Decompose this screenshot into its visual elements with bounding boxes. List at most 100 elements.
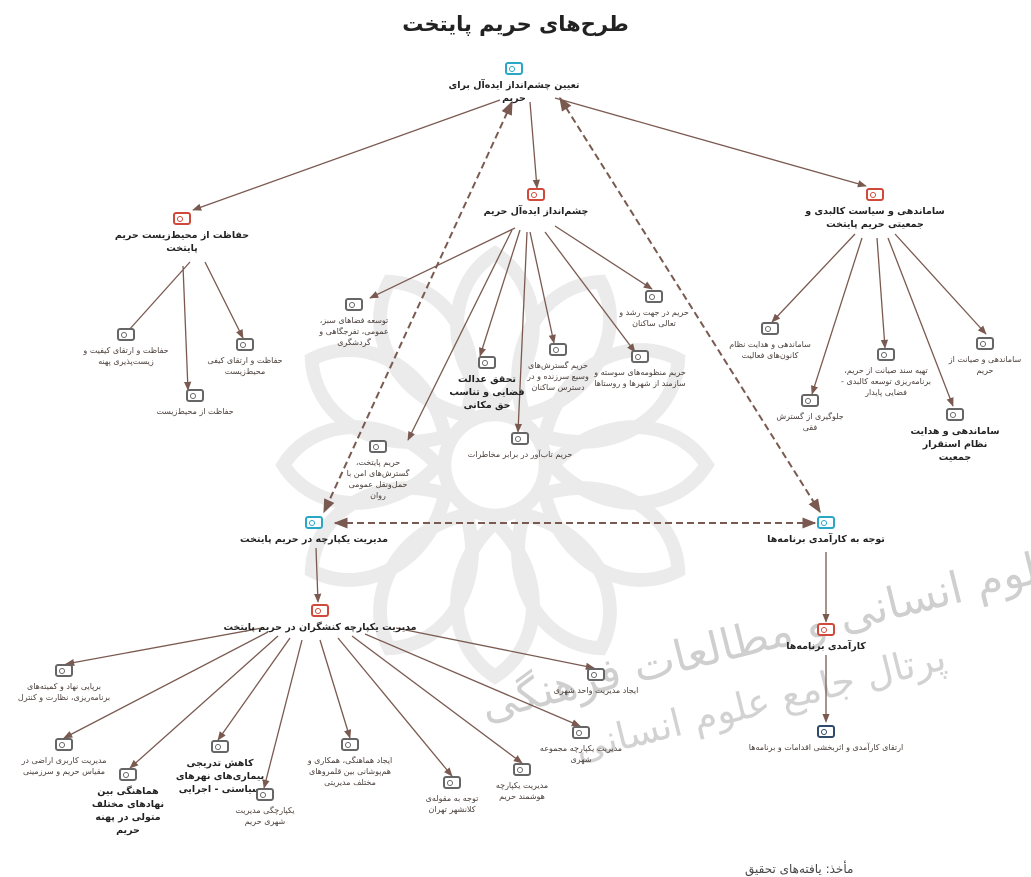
node-icon xyxy=(443,776,461,789)
node-v1[interactable]: توسعه فضاهای سبز، عمومی، تفرجگاهی و گردش… xyxy=(312,298,396,348)
node-mgmt[interactable]: مدیریت یکپارچه در حریم پایتخت xyxy=(232,516,396,546)
node-env-c[interactable]: حفاظت و ارتقای کیفی محیط‌زیست xyxy=(205,338,285,377)
node-env[interactable]: حفاظت از محیط‌زیست حریم پایتخت xyxy=(108,212,256,255)
node-root[interactable]: تعیین چشم‌انداز ایده‌آل برای حریم xyxy=(444,62,584,105)
node-v2[interactable]: تحقق عدالت فضایی و تناسب حق مکانی xyxy=(445,356,529,412)
connector-arrow xyxy=(479,229,521,357)
node-label: مدیریت یکپارچه هوشمند حریم xyxy=(495,781,549,801)
node-label: ساماندهی و صیانت از حریم xyxy=(948,355,1022,375)
node-s7[interactable]: توجه به مقوله‌ی کلانشهر تهران xyxy=(415,776,489,815)
connector-arrow xyxy=(129,635,279,769)
connector-arrow xyxy=(554,97,867,188)
node-label: جلوگیری از گسترش فقی xyxy=(776,412,844,432)
node-icon xyxy=(305,516,323,529)
node-s3[interactable]: هماهنگی بین نهادهای مختلف متولی در پهنه … xyxy=(86,768,170,837)
connector-arrow xyxy=(529,231,556,344)
node-label: ایجاد مدیریت واحد شهری xyxy=(553,686,639,695)
connector-arrow xyxy=(529,101,540,189)
node-icon xyxy=(369,440,387,453)
node-icon xyxy=(645,290,663,303)
node-env-a[interactable]: حفاظت و ارتقای کیفیت و زیست‌پذیری پهنه xyxy=(70,328,182,367)
source-note: مأخذ: یافته‌های تحقیق xyxy=(745,862,854,876)
node-icon xyxy=(877,348,895,361)
node-label: حریم در جهت رشد و تعالی ساکنان xyxy=(619,308,689,328)
node-label: حریم پایتخت، گسترش‌های امن با حمل‌ونقل ع… xyxy=(346,458,410,500)
node-eff-b[interactable]: ارتقای کارآمدی و اثربخشی اقدامات و برنام… xyxy=(746,725,906,753)
node-o1[interactable]: ساماندهی و هدایت نظام کانون‌های فعالیت xyxy=(726,322,814,361)
node-org[interactable]: ساماندهی و سیاست کالبدی و جمعیتی حریم پا… xyxy=(805,188,945,231)
node-v3[interactable]: حریم گسترش‌های وسیع سرزنده و در دسترس سا… xyxy=(520,343,596,393)
connector-arrow xyxy=(407,229,513,441)
node-stake[interactable]: مدیریت یکپارچه کنشگران در حریم پایتخت xyxy=(222,604,418,634)
connector-arrow xyxy=(894,233,987,335)
node-label: تحقق عدالت فضایی و تناسب حق مکانی xyxy=(449,374,525,411)
node-icon xyxy=(256,788,274,801)
node-v6[interactable]: حریم تاب‌آور در برابر مخاطرات xyxy=(460,432,580,460)
connector-arrow xyxy=(337,637,453,777)
node-s5[interactable]: یکپارچگی مدیریت شهری حریم xyxy=(232,788,298,827)
node-eff[interactable]: توجه به کارآمدی برنامه‌ها xyxy=(762,516,890,546)
node-label: هماهنگی بین نهادهای مختلف متولی در پهنه … xyxy=(91,786,165,836)
node-v7[interactable]: حریم پایتخت، گسترش‌های امن با حمل‌ونقل ع… xyxy=(345,440,411,501)
node-o3[interactable]: تهیه سند صیانت از حریم، برنامه‌ریزی توسع… xyxy=(838,348,934,398)
node-icon xyxy=(186,389,204,402)
node-env-b[interactable]: حفاظت از محیط‌زیست xyxy=(150,389,240,417)
dashed-connector xyxy=(323,100,513,514)
node-icon xyxy=(211,740,229,753)
node-icon xyxy=(117,328,135,341)
node-label: ایجاد هماهنگی، همکاری و هم‌پوشانی بین قل… xyxy=(307,756,393,787)
node-label: حفاظت از محیط‌زیست حریم پایتخت xyxy=(114,230,250,254)
node-s1[interactable]: برپایی نهاد و کمیته‌های برنامه‌ریزی، نظا… xyxy=(12,664,116,703)
node-label: چشم‌انداز ایده‌آل حریم xyxy=(483,206,589,217)
node-icon xyxy=(55,664,73,677)
node-icon xyxy=(817,516,835,529)
node-icon xyxy=(55,738,73,751)
node-label: تهیه سند صیانت از حریم، برنامه‌ریزی توسع… xyxy=(841,366,931,397)
connector-arrow xyxy=(262,639,303,789)
node-s10[interactable]: ایجاد مدیریت واحد شهری xyxy=(550,668,642,696)
node-icon xyxy=(549,343,567,356)
node-v4[interactable]: حریم منظومه‌های سوسته و سازمند از شهرها … xyxy=(585,350,695,389)
node-s6[interactable]: ایجاد هماهنگی، همکاری و هم‌پوشانی بین قل… xyxy=(298,738,402,788)
node-s9[interactable]: مدیریت یکپارچه مجموعه شهری xyxy=(536,726,626,765)
connector-arrow xyxy=(217,637,291,741)
node-s2[interactable]: مدیریت کاربری اراضی در مقیاس حریم و سرزم… xyxy=(14,738,114,777)
node-icon xyxy=(173,212,191,225)
node-label: حریم تاب‌آور در برابر مخاطرات xyxy=(467,450,573,459)
node-icon xyxy=(946,408,964,421)
connector-arrow xyxy=(887,237,954,407)
node-vision[interactable]: چشم‌انداز ایده‌آل حریم xyxy=(480,188,592,218)
connector-arrow xyxy=(876,237,889,349)
node-icon xyxy=(341,738,359,751)
node-s8[interactable]: مدیریت یکپارچه هوشمند حریم xyxy=(484,763,560,802)
node-label: توجه به کارآمدی برنامه‌ها xyxy=(767,534,885,545)
connector-arrow xyxy=(554,225,653,290)
connector-arrow xyxy=(204,261,244,339)
node-label: حریم گسترش‌های وسیع سرزنده و در دسترس سا… xyxy=(527,361,589,392)
node-label: کارآمدی برنامه‌ها xyxy=(786,641,866,652)
connector-arrow xyxy=(395,627,595,670)
node-v5[interactable]: حریم در جهت رشد و تعالی ساکنان xyxy=(615,290,693,329)
diagram-title: طرح‌های حریم پایتخت xyxy=(402,12,629,36)
node-icon xyxy=(976,337,994,350)
connector-arrow xyxy=(63,631,269,739)
node-icon xyxy=(587,668,605,681)
node-label: توجه به مقوله‌ی کلانشهر تهران xyxy=(425,794,479,814)
node-o5[interactable]: ساماندهی و صیانت از حریم xyxy=(948,337,1022,376)
connector-arrow xyxy=(192,99,501,211)
node-icon xyxy=(801,394,819,407)
node-icon xyxy=(511,432,529,445)
node-s4[interactable]: کاهش تدریجی بیماری‌های نهرهای سیاستی - ا… xyxy=(172,740,268,796)
node-label: حریم منظومه‌های سوسته و سازمند از شهرها … xyxy=(594,368,686,388)
node-label: مدیریت یکپارچه در حریم پایتخت xyxy=(240,534,388,545)
connector-arrow xyxy=(771,233,856,323)
connector-arrow xyxy=(319,639,352,739)
node-o4[interactable]: ساماندهی و هدایت نظام استقرار جمعیت xyxy=(908,408,1002,464)
node-icon xyxy=(817,623,835,636)
node-o2[interactable]: جلوگیری از گسترش فقی xyxy=(770,394,850,433)
node-label: ساماندهی و هدایت نظام کانون‌های فعالیت xyxy=(729,340,811,360)
node-icon xyxy=(119,768,137,781)
node-eff-a[interactable]: کارآمدی برنامه‌ها xyxy=(776,623,876,653)
node-label: ساماندهی و سیاست کالبدی و جمعیتی حریم پا… xyxy=(805,206,945,230)
node-icon xyxy=(631,350,649,363)
